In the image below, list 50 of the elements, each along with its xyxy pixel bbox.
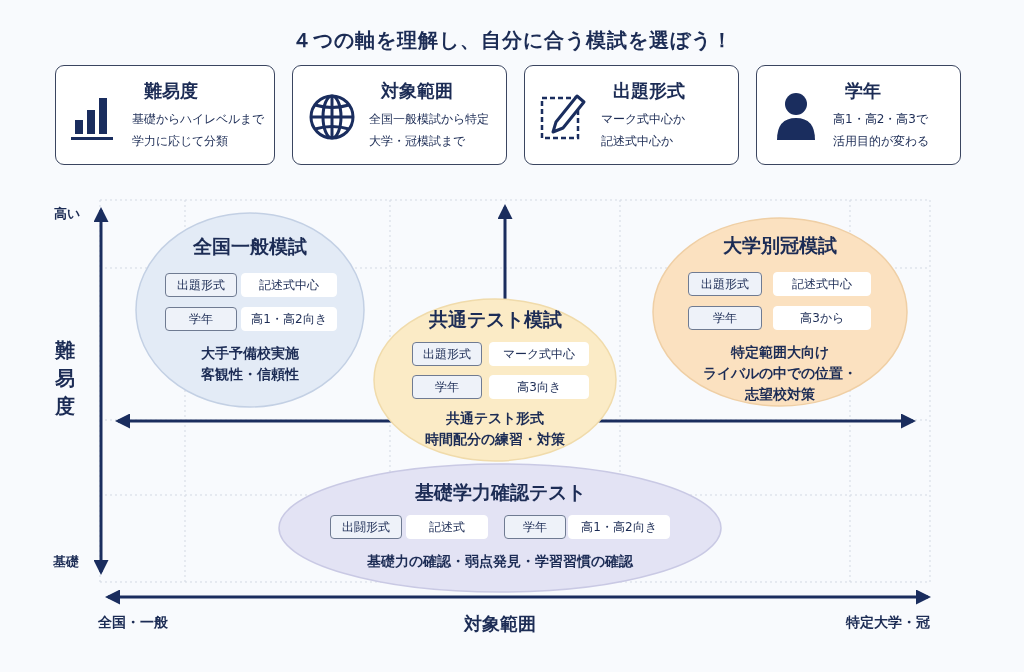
card-heading: 出題形式 — [613, 79, 685, 103]
value-box: マーク式中心 — [489, 342, 589, 366]
ellipse-description: 特定範囲大向け — [729, 343, 830, 362]
value-box: 記述式中心 — [241, 273, 337, 297]
title: ４つの軸を理解し、自分に合う模試を選ぼう！ — [290, 27, 734, 54]
axis-label: 全国・一般 — [98, 614, 168, 632]
axis-title: 対象範囲 — [462, 612, 537, 636]
value-box: 高1・高2向き — [568, 515, 670, 539]
value-box: 記述式 — [406, 515, 488, 539]
ellipse-title: 共通テスト模試 — [427, 307, 563, 332]
category-ellipse — [652, 217, 908, 407]
ellipse-description: 大手予備校実施 — [200, 344, 300, 363]
info-card — [756, 65, 961, 165]
attribute-tag: 学年 — [504, 515, 566, 539]
attribute-tag: 学年 — [165, 307, 237, 331]
info-card — [524, 65, 739, 165]
attribute-tag: 出題形式 — [412, 342, 482, 366]
ellipse-description: 共通テスト形式 — [445, 409, 545, 428]
axis-label: 高い — [54, 205, 80, 223]
value-box: 高3向き — [489, 375, 589, 399]
card-text: 基礎からハイレベルまで学力に応じて分類 — [132, 111, 265, 150]
info-card — [292, 65, 507, 165]
ellipse-description: 基礎力の確認・弱点発見・学習習慣の確認 — [366, 552, 634, 571]
ellipse-title: 基礎学力確認テスト — [413, 480, 587, 505]
ellipse-title: 大学別冠模試 — [722, 233, 838, 258]
attribute-tag: 出闘形式 — [330, 515, 402, 539]
ellipse-description: ライバルの中での位置・志望校対策 — [702, 364, 858, 404]
value-box: 記述式中心 — [773, 272, 871, 296]
card-heading: 学年 — [845, 79, 881, 103]
value-box: 高3から — [773, 306, 871, 330]
ellipse-description: 時間配分の練習・対策 — [424, 430, 566, 449]
attribute-tag: 学年 — [412, 375, 482, 399]
card-heading: 難易度 — [144, 79, 198, 103]
axis-label: 基礎 — [53, 553, 79, 571]
category-ellipse — [373, 298, 617, 462]
attribute-tag: 出題形式 — [165, 273, 237, 297]
info-card — [55, 65, 275, 165]
card-text: 全国一般模試から特定大学・冠模試まで — [369, 111, 490, 150]
attribute-tag: 出題形式 — [688, 272, 762, 296]
category-ellipse — [135, 212, 365, 408]
card-text: 高1・高2・高3で活用目的が変わる — [833, 111, 930, 150]
axis-title: 難易度 — [54, 337, 76, 420]
value-box: 高1・高2向き — [241, 307, 337, 331]
attribute-tag: 学年 — [688, 306, 762, 330]
category-ellipse — [278, 463, 722, 593]
card-text: マーク式中心か記述式中心か — [601, 111, 686, 150]
ellipse-description: 客観性・信頼性 — [200, 365, 300, 384]
ellipse-title: 全国一般模試 — [192, 234, 308, 259]
axis-label: 特定大学・冠 — [846, 614, 930, 632]
card-heading: 対象範囲 — [381, 79, 453, 103]
